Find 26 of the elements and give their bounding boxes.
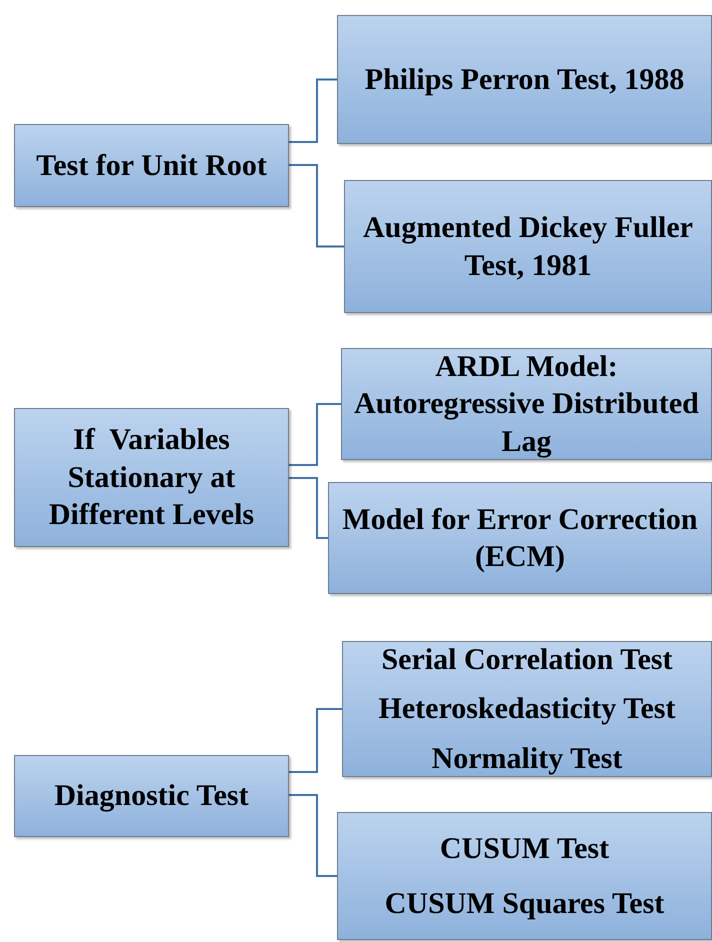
process-box bbox=[14, 755, 289, 837]
connector-line bbox=[289, 794, 337, 877]
process-box bbox=[328, 482, 712, 594]
process-box bbox=[337, 15, 712, 144]
process-box bbox=[337, 812, 712, 940]
box-label: If Variables Stationary at Different Levels bbox=[48, 422, 256, 534]
box-label: CUSUM Squares Test bbox=[384, 886, 664, 922]
box-label: Philips Perron Test, 1988 bbox=[364, 62, 684, 98]
process-box bbox=[342, 641, 712, 777]
connector-line bbox=[289, 708, 342, 773]
box-label: Diagnostic Test bbox=[54, 778, 249, 814]
box-label: CUSUM Test bbox=[440, 830, 610, 866]
box-label: Augmented Dickey Fuller Test, 1981 bbox=[362, 210, 694, 284]
connector-line bbox=[289, 164, 344, 248]
process-box bbox=[344, 180, 712, 313]
box-label: Heteroskedasticity Test bbox=[378, 691, 676, 728]
process-box bbox=[14, 124, 289, 207]
connector-line bbox=[289, 477, 328, 539]
box-label: Serial Correlation Test bbox=[381, 642, 673, 678]
box-label: Normality Test bbox=[432, 740, 622, 777]
box-label: Test for Unit Root bbox=[36, 148, 267, 184]
connector-line bbox=[289, 78, 337, 143]
box-label: ARDL Model: Autoregressive Distributed Lag bbox=[353, 348, 700, 460]
box-label: Model for Error Correction (ECM) bbox=[341, 502, 699, 575]
process-box bbox=[14, 408, 289, 547]
connector-line bbox=[289, 403, 341, 466]
